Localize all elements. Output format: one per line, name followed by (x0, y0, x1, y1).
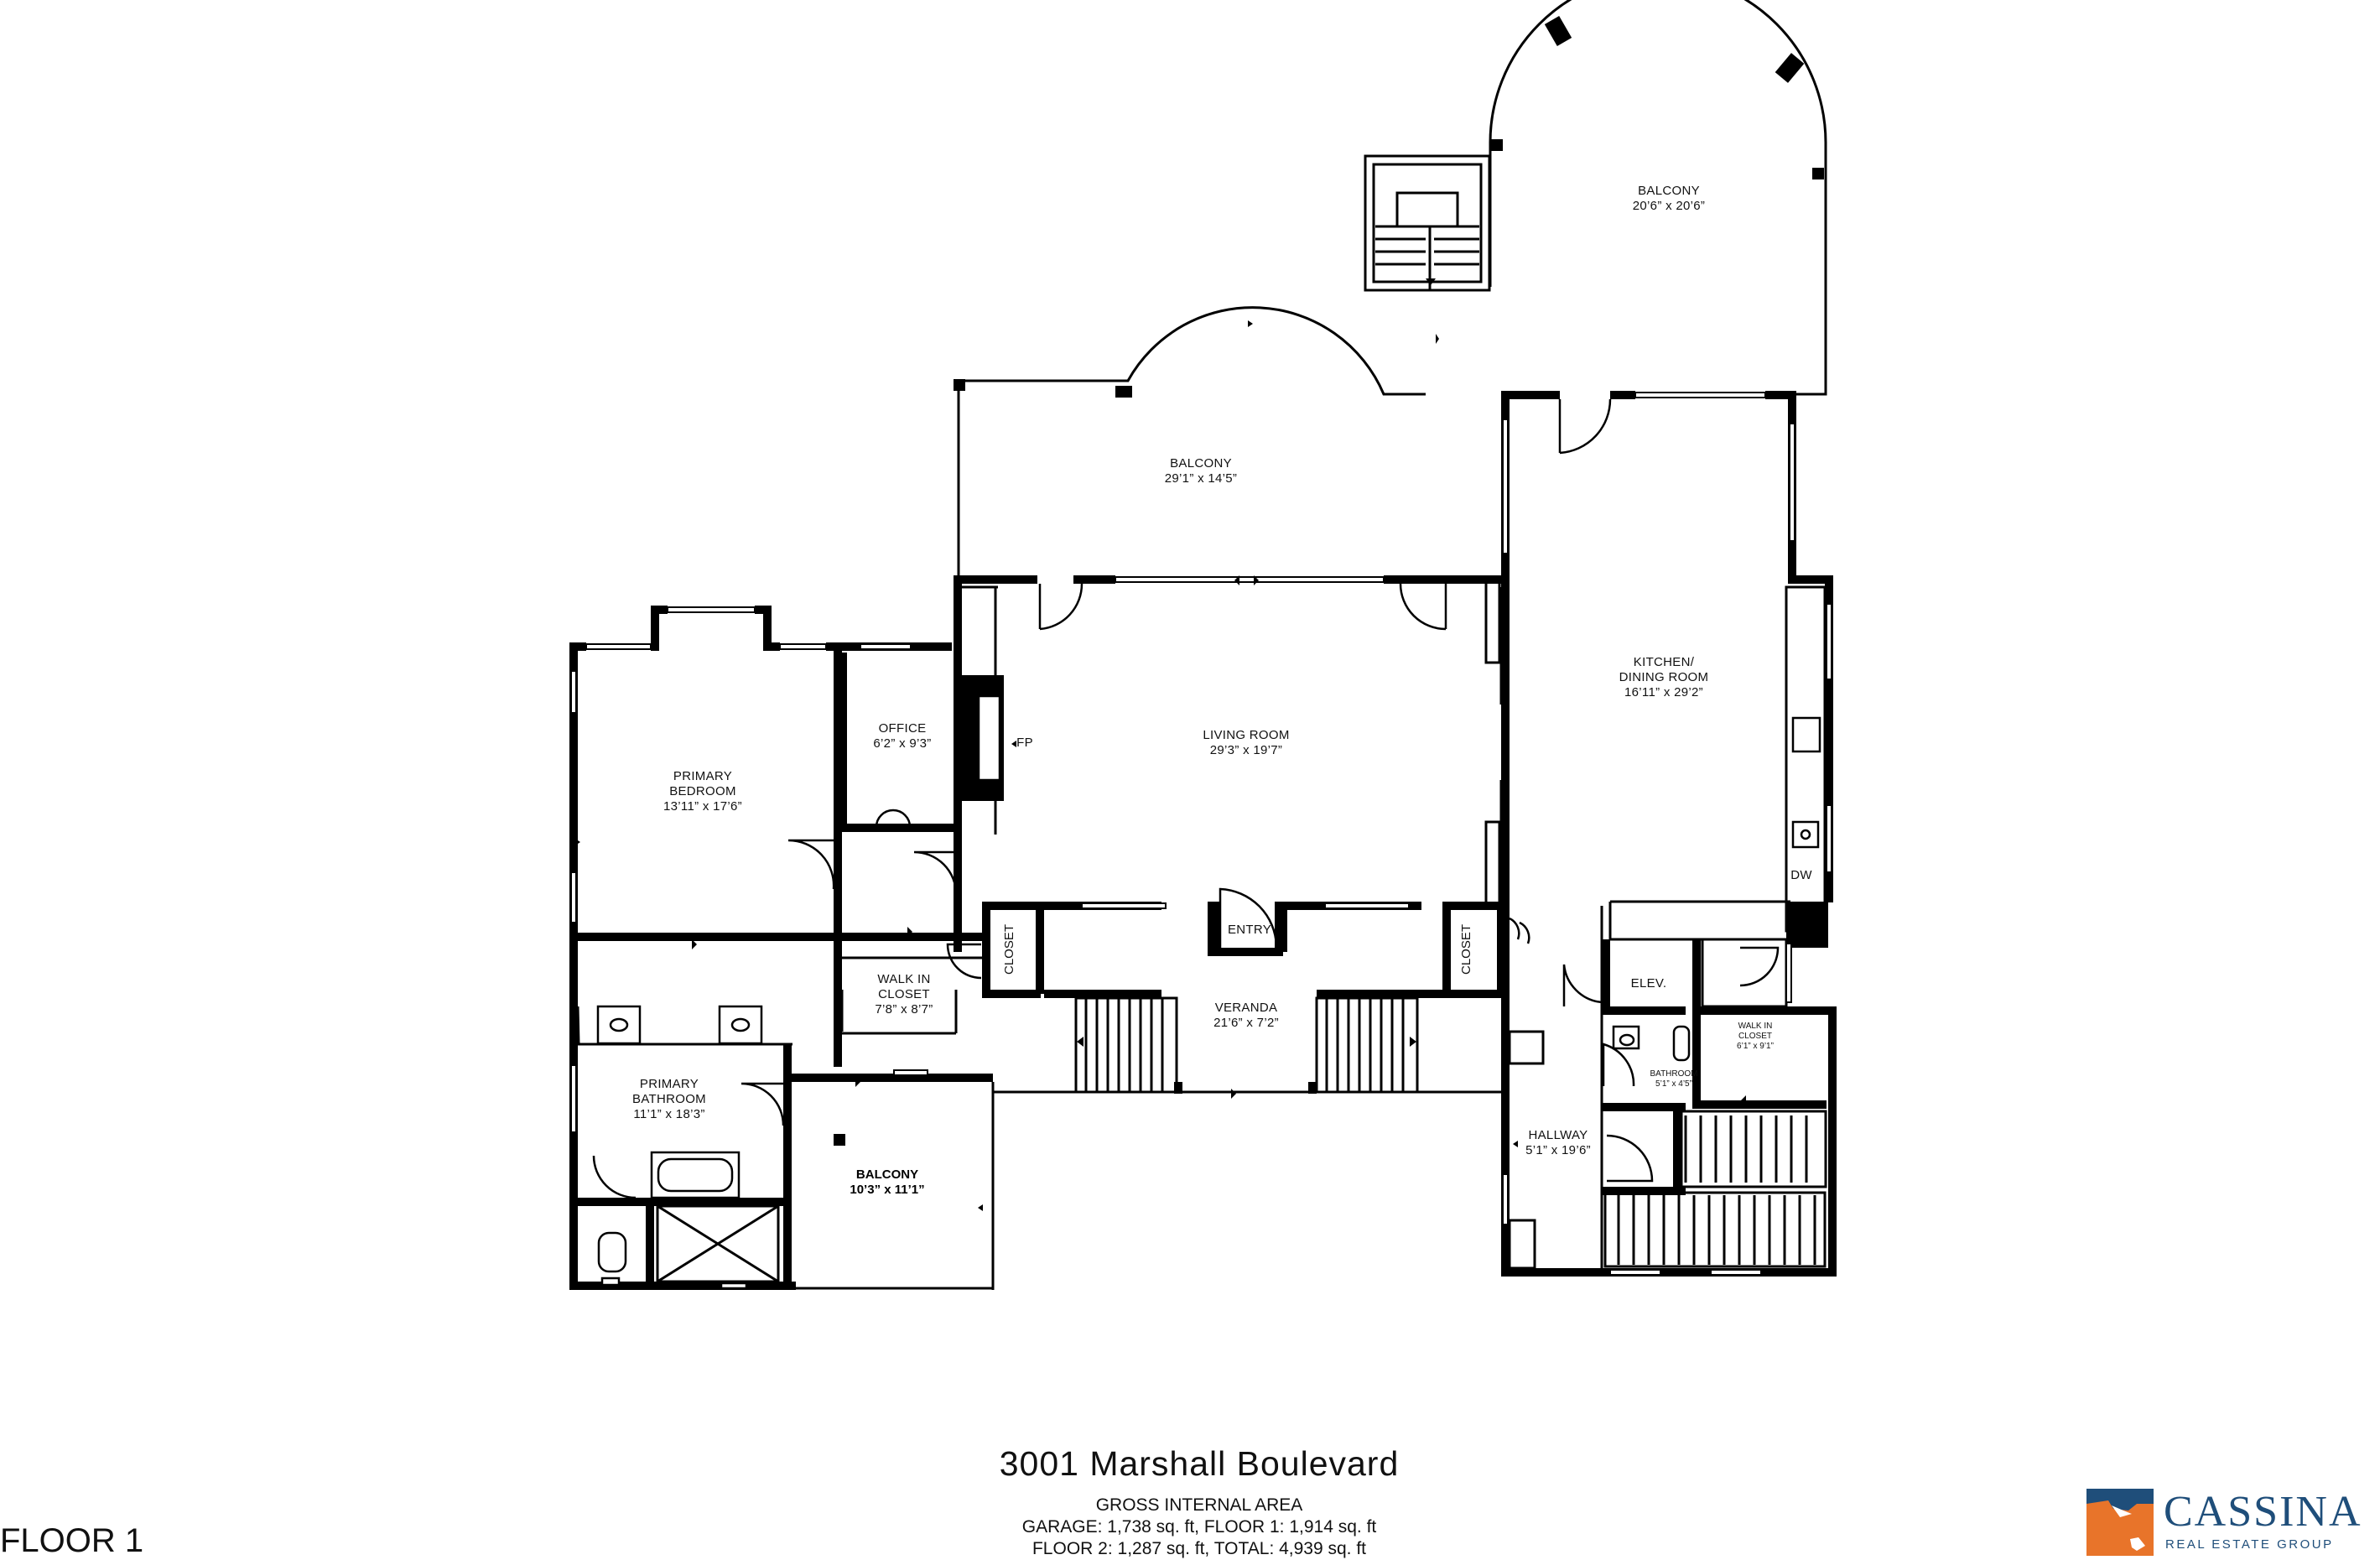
dims-balcony-lower: 10’3” x 11’1” (850, 1183, 924, 1197)
area-title: GROSS INTERNAL AREA (1095, 1495, 1303, 1515)
area-line-1: GARAGE: 1,738 sq. ft, FLOOR 1: 1,914 sq.… (1021, 1517, 1377, 1537)
logo-subtitle: REAL ESTATE GROUP (2165, 1537, 2334, 1552)
label-fireplace: FP (1016, 736, 1033, 750)
dims-balcony-upper: 20’6” x 20’6” (1633, 199, 1705, 213)
label-walk-in-closet-line1: WALK IN (877, 972, 930, 986)
gross-internal-area: GROSS INTERNAL AREA GARAGE: 1,738 sq. ft… (839, 1495, 1560, 1560)
area-line-2: FLOOR 2: 1,287 sq. ft, TOTAL: 4,939 sq. … (1032, 1539, 1367, 1558)
upper-stairs (1364, 154, 1491, 292)
dims-living-room: 29’3” x 19’7” (1210, 743, 1282, 757)
label-primary-bathroom-line2: BATHROOM (632, 1092, 706, 1106)
label-balcony-upper: BALCONY (1638, 184, 1700, 198)
label-hallway: HALLWAY (1528, 1128, 1588, 1142)
label-balcony-mid: BALCONY (1170, 456, 1232, 471)
logo-mark-icon (2086, 1489, 2154, 1556)
label-veranda: VERANDA (1215, 1001, 1278, 1015)
label-closet-left: CLOSET (1002, 924, 1016, 975)
label-elevator: ELEV. (1631, 976, 1667, 991)
company-logo: CASSINA REAL ESTATE GROUP (2086, 1489, 2380, 1560)
label-kitchen-line2: DINING ROOM (1619, 670, 1709, 684)
walk-in-closet-walls (834, 906, 990, 1067)
label-walk-in-closet-line2: CLOSET (878, 987, 930, 1001)
label-kitchen-line1: KITCHEN/ (1634, 655, 1695, 669)
dims-kitchen: 16’11” x 29’2” (1624, 685, 1703, 699)
label-bathroom-small: BATHROOM (1650, 1069, 1697, 1079)
label-dishwasher: DW (1790, 868, 1812, 882)
label-primary-bathroom-line1: PRIMARY (640, 1077, 699, 1091)
logo-name: CASSINA (2164, 1488, 2362, 1536)
label-primary-bedroom-line2: BEDROOM (669, 784, 736, 798)
label-primary-bedroom-line1: PRIMARY (673, 769, 732, 783)
property-address: 3001 Marshall Boulevard (999, 1444, 1400, 1483)
label-balcony-lower: BALCONY (856, 1167, 918, 1182)
kitchen-walls (1484, 391, 1833, 948)
dims-primary-bedroom: 13’11” x 17’6” (663, 799, 742, 814)
dims-walk-in-closet-small: 6’1” x 9’1” (1737, 1042, 1774, 1051)
dims-balcony-mid: 29’1” x 14’5” (1165, 471, 1237, 486)
primary-bathroom-walls (569, 941, 796, 1290)
label-living-room: LIVING ROOM (1203, 728, 1289, 742)
floor-label: FLOOR 1 (0, 1522, 144, 1559)
label-entry: ENTRY (1228, 923, 1271, 937)
living-room-walls (954, 575, 1510, 907)
label-office: OFFICE (879, 721, 927, 736)
label-walk-in-closet-small-line2: CLOSET (1738, 1032, 1772, 1041)
marker (1436, 334, 1439, 344)
hallway-walls (1501, 900, 1837, 1277)
label-closet-right: CLOSET (1459, 924, 1473, 975)
mid-balcony-outline (954, 306, 1426, 579)
room-labels: BALCONY 20’6” x 20’6” BALCONY 29’1” x 14… (632, 184, 1812, 1197)
upper-balcony-outline (1489, 0, 1827, 396)
office-walls (842, 643, 962, 952)
dims-primary-bathroom: 11’1” x 18’3” (633, 1107, 704, 1121)
lower-balcony-walls (792, 1069, 995, 1290)
dims-bathroom-small: 5’1” x 4’5” (1655, 1079, 1692, 1089)
dims-hallway: 5’1” x 19’6” (1525, 1143, 1591, 1157)
veranda-walls (982, 887, 1505, 1099)
label-walk-in-closet-small-line1: WALK IN (1738, 1022, 1773, 1031)
dims-office: 6’2” x 9’3” (873, 736, 931, 751)
dims-veranda: 21’6” x 7’2” (1213, 1016, 1279, 1030)
dims-walk-in-closet: 7’8” x 8’7” (875, 1002, 933, 1017)
